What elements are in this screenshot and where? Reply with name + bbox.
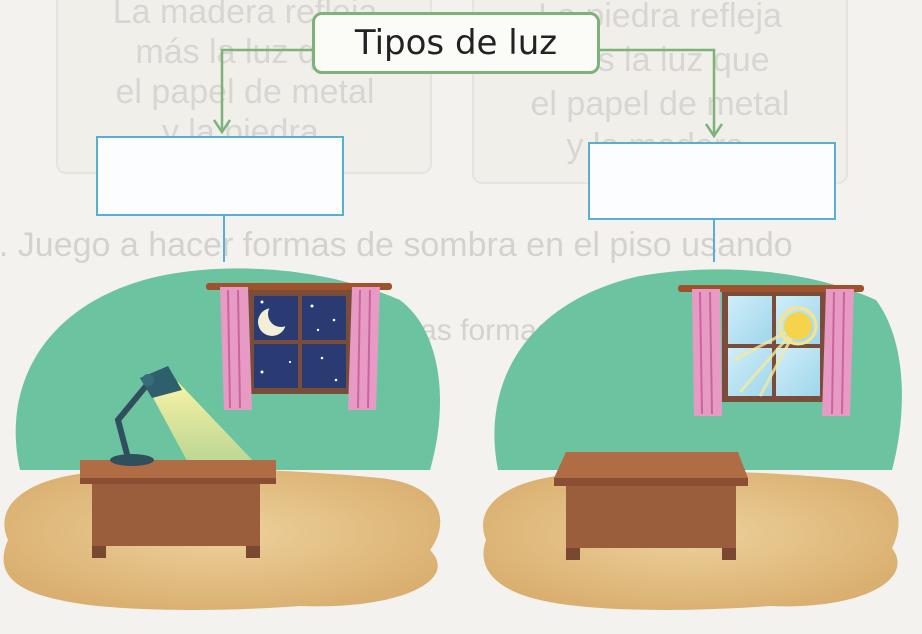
answer-box-left[interactable] bbox=[96, 136, 344, 216]
sun-icon bbox=[778, 306, 818, 346]
lamp-light-beam bbox=[150, 382, 258, 470]
moon-icon bbox=[258, 301, 294, 336]
curtain-left bbox=[692, 289, 722, 416]
desk-lamp bbox=[110, 366, 182, 466]
curtain-left bbox=[220, 287, 252, 410]
curtain-right bbox=[822, 289, 854, 416]
night-room-scene bbox=[3, 268, 441, 610]
connector-arrows bbox=[212, 48, 724, 139]
concept-map-title: Tipos de luz bbox=[312, 12, 600, 74]
answer-box-right[interactable] bbox=[588, 142, 836, 220]
day-room-scene bbox=[483, 269, 902, 610]
desk-top bbox=[554, 452, 748, 478]
curtain-right bbox=[348, 287, 380, 410]
